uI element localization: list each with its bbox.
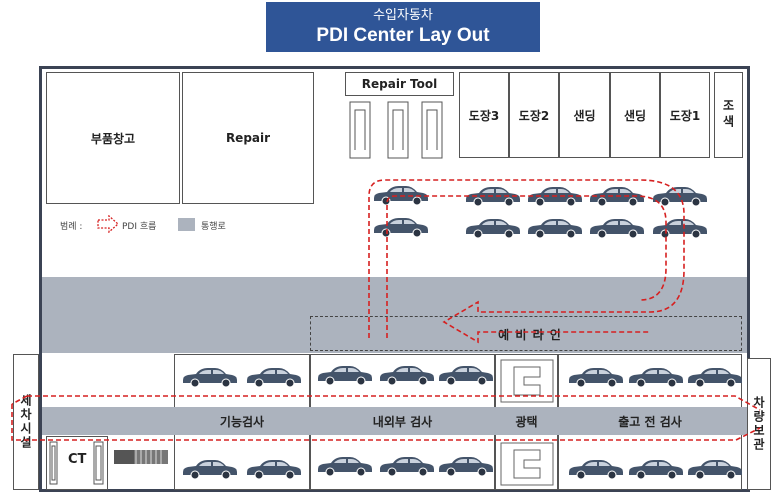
sanding-booth-b: 샌딩 (610, 72, 660, 158)
inout-check-label: 내외부 검사 (372, 415, 433, 429)
vehicle-storage: 차량보관 (747, 358, 771, 490)
legend-flow-label: PDI 흐름 (122, 222, 157, 232)
wash-facility: 세차시설 (13, 354, 39, 490)
parts-warehouse: 부품창고 (46, 72, 180, 204)
repair-room: Repair (182, 72, 314, 204)
ct-conveyor (114, 450, 168, 464)
paint-booth-1-label: 도장1 (669, 108, 701, 123)
wash-facility-label: 세차시설 (18, 394, 33, 450)
building-outline (39, 66, 750, 492)
paint-booth-2: 도장2 (509, 72, 559, 158)
page-title: PDI Center Lay Out (316, 25, 490, 46)
color-mixing-room: 조색 (714, 72, 743, 158)
color-mixing-label: 조색 (721, 99, 735, 131)
release-check-label: 출고 전 검사 (618, 415, 682, 429)
repair-tool-box: Repair Tool (345, 72, 454, 96)
legend-passage-swatch (178, 218, 195, 231)
legend-flow-arrow-icon (97, 215, 119, 233)
repair-room-label: Repair (225, 131, 271, 145)
paint-booth-1: 도장1 (660, 72, 710, 158)
sanding-b-label: 샌딩 (623, 108, 647, 123)
repair-tool-label: Repair Tool (361, 77, 438, 91)
vehicle-storage-label: 차량보관 (751, 396, 766, 452)
sanding-a-label: 샌딩 (573, 108, 596, 123)
prep-line-label: 예 비 라 인 (498, 328, 562, 342)
ct-equipment (49, 441, 104, 485)
ct-label: CT (68, 452, 87, 467)
sanding-booth-a: 샌딩 (559, 72, 610, 158)
title-subtitle: 수입자동차 (373, 8, 433, 23)
paint-booth-2-label: 도장2 (518, 108, 550, 123)
parts-warehouse-label: 부품창고 (90, 131, 136, 146)
paint-booth-3-label: 도장3 (468, 108, 500, 123)
legend-title: 범례 : (60, 222, 83, 232)
paint-booth-3: 도장3 (459, 72, 509, 158)
function-check-label: 기능검사 (219, 415, 265, 429)
polish-booth-shapes (500, 359, 554, 486)
repair-tool-lifts (349, 101, 443, 159)
title-banner: 수입자동차 PDI Center Lay Out (266, 2, 540, 52)
legend-passage-label: 통행로 (201, 222, 226, 232)
